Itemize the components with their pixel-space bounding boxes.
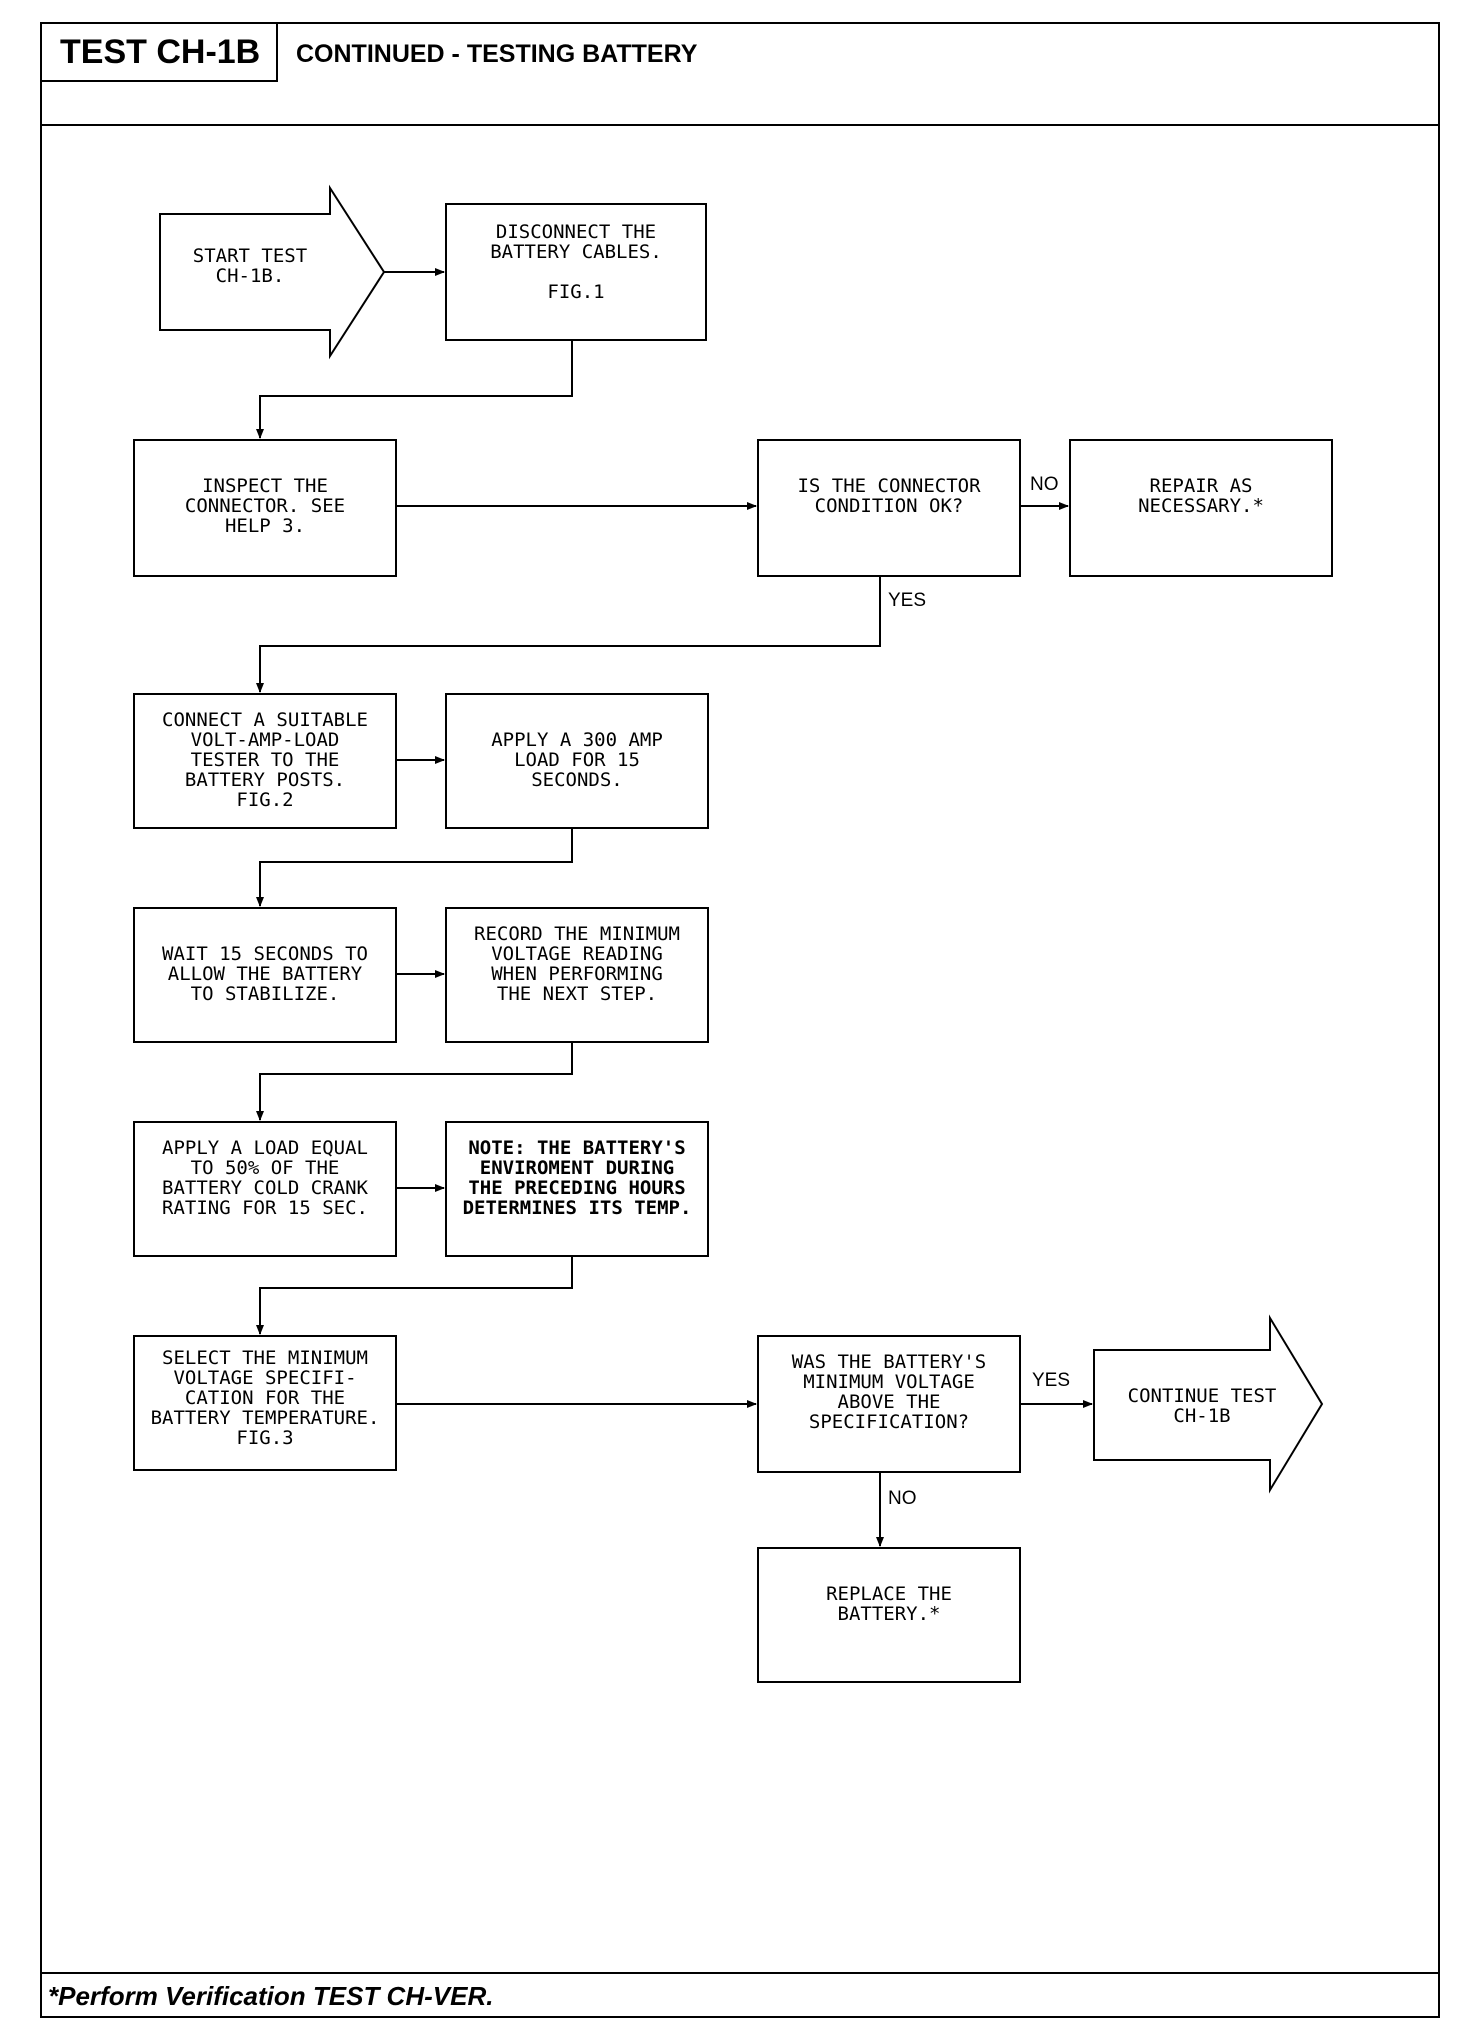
text-line: BATTERY TEMPERATURE. <box>151 1407 380 1429</box>
text-line: WHEN PERFORMING <box>491 963 663 985</box>
text-line: FIG.2 <box>236 789 293 811</box>
text-line: VOLTAGE READING <box>491 943 663 965</box>
voltage-no-label: NO <box>888 1488 917 1509</box>
text-line: BATTERY.* <box>838 1603 941 1625</box>
footer-divider <box>40 1972 1440 1974</box>
connector-no-label: NO <box>1030 474 1059 495</box>
text-line: DISCONNECT THE <box>496 221 656 243</box>
text-line: CONTINUE TEST <box>1128 1385 1277 1407</box>
text-line: APPLY A LOAD EQUAL <box>162 1137 368 1159</box>
text-line: MINIMUM VOLTAGE <box>803 1371 975 1393</box>
text-line: ALLOW THE BATTERY <box>168 963 363 985</box>
connector-note-to-select <box>256 1256 573 1335</box>
text-line: REPLACE THE <box>826 1583 952 1605</box>
text-line: BATTERY CABLES. <box>490 241 662 263</box>
text-line: TO STABILIZE. <box>191 983 340 1005</box>
text-line: ABOVE THE <box>838 1391 941 1413</box>
voltage-yes-label: YES <box>1032 1370 1070 1391</box>
page-frame <box>40 22 1440 2018</box>
connector-yes-label: YES <box>888 590 926 611</box>
text-line: THE NEXT STEP. <box>497 983 657 1005</box>
page-title: CONTINUED - TESTING BATTERY <box>296 40 698 68</box>
text-line: CONNECT A SUITABLE <box>162 709 368 731</box>
text-line: TESTER TO THE <box>191 749 340 771</box>
text-line: START TEST <box>193 245 307 267</box>
text-line: LOAD FOR 15 <box>514 749 640 771</box>
header-divider <box>40 124 1440 126</box>
text-line: FIG.1 <box>547 281 604 303</box>
text-line: RATING FOR 15 SEC. <box>162 1197 368 1219</box>
text-line: SPECIFICATION? <box>809 1411 969 1433</box>
text-line: BATTERY POSTS. <box>185 769 345 791</box>
text-line: WAS THE BATTERY'S <box>792 1351 986 1373</box>
text-line: HELP 3. <box>225 515 305 537</box>
text-line: CATION FOR THE <box>185 1387 345 1409</box>
connector-disconnect-to-inspect <box>256 340 573 439</box>
text-line: APPLY A 300 AMP <box>491 729 663 751</box>
text-line: NECESSARY.* <box>1138 495 1264 517</box>
connector-apply300-to-wait <box>256 828 573 907</box>
text-line: CH-1B. <box>216 265 285 287</box>
text-line: DETERMINES ITS TEMP. <box>463 1197 692 1219</box>
text-line: IS THE CONNECTOR <box>797 475 981 497</box>
text-line: ENVIROMENT DURING <box>480 1157 674 1179</box>
text-line: SECONDS. <box>531 769 623 791</box>
text-line: TO 50% OF THE <box>191 1157 340 1179</box>
text-line: SELECT THE MINIMUM <box>162 1347 368 1369</box>
text-line: CONNECTOR. SEE <box>185 495 345 517</box>
text-line: WAIT 15 SECONDS TO <box>162 943 368 965</box>
connector-record-to-apply50 <box>256 1042 573 1121</box>
text-line: VOLTAGE SPECIFI- <box>173 1367 356 1389</box>
text-line: INSPECT THE <box>202 475 328 497</box>
text-line: RECORD THE MINIMUM <box>474 923 680 945</box>
text-line: CONDITION OK? <box>815 495 964 517</box>
text-line: FIG.3 <box>236 1427 293 1449</box>
text-line: NOTE: THE BATTERY'S <box>468 1137 685 1159</box>
text-line: THE PRECEDING HOURS <box>468 1177 685 1199</box>
text-line: BATTERY COLD CRANK <box>162 1177 368 1199</box>
text-line: CH-1B <box>1173 1405 1230 1427</box>
connector-yes-to-connect <box>256 576 881 693</box>
footer-note: *Perform Verification TEST CH-VER. <box>48 1981 494 2011</box>
text-line: REPAIR AS <box>1150 475 1253 497</box>
test-id-label: TEST CH-1B <box>42 24 278 82</box>
text-line: VOLT-AMP-LOAD <box>191 729 340 751</box>
